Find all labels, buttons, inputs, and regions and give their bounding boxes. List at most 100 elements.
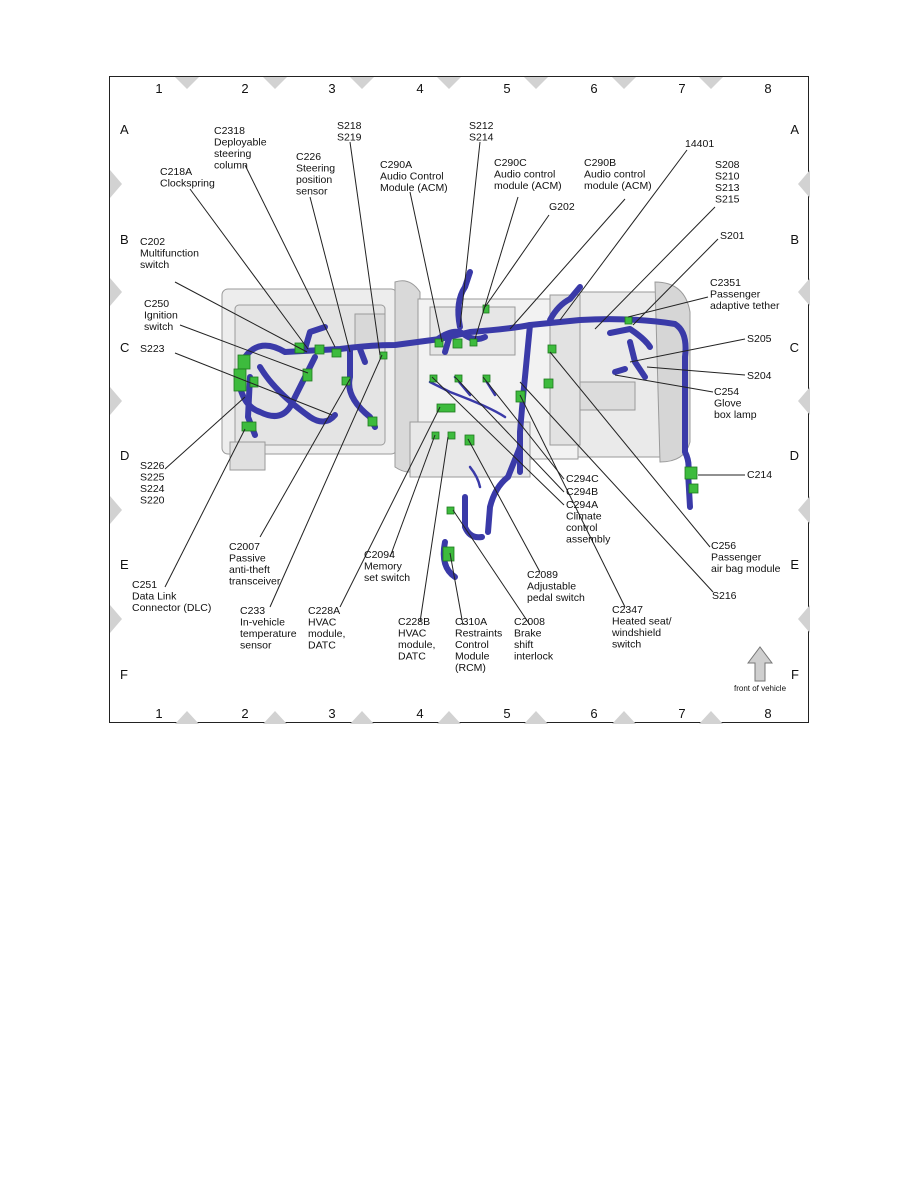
grid-marker-top — [350, 77, 374, 89]
callout-line: windshield — [611, 627, 661, 639]
callout-line: C228A — [308, 605, 340, 617]
grid-marker-right — [798, 605, 810, 633]
leader-line — [449, 552, 464, 626]
callout-line: HVAC — [398, 628, 427, 640]
leader-line — [174, 281, 308, 353]
callout-line: Passenger — [710, 289, 761, 301]
callout-line: Climate — [566, 511, 602, 523]
callout-line: DATC — [308, 640, 336, 652]
callout-line: Module — [455, 651, 490, 663]
leader-line — [309, 196, 351, 353]
callout-line: Module (ACM) — [380, 182, 448, 194]
callout-line: (RCM) — [455, 662, 486, 674]
callout-line: C2094 — [364, 549, 395, 561]
grid-row-label-right: D — [790, 448, 799, 463]
callout-line: C218A — [160, 166, 192, 178]
callout-line: S225 — [140, 472, 165, 484]
leader-line — [189, 188, 309, 350]
leader-line — [269, 354, 383, 608]
leader-line — [474, 196, 519, 340]
callout-line: Data Link — [132, 591, 177, 603]
leader-line — [244, 164, 336, 348]
callout-s216: S216 — [712, 590, 737, 602]
callout-line: Ignition — [144, 310, 178, 322]
callout-line: air bag module — [711, 563, 781, 575]
callout-line: Restraints — [455, 628, 502, 640]
callout-line: S210 — [715, 171, 740, 183]
callout-line: anti-theft — [229, 564, 270, 576]
grid-column-label-top: 6 — [590, 81, 597, 96]
callout-line: C256 — [711, 540, 736, 552]
leader-line — [164, 428, 246, 588]
leader-line — [164, 396, 246, 470]
callout-line: S226 — [140, 460, 165, 472]
grid-marker-left — [110, 387, 122, 415]
leader-line — [614, 374, 714, 393]
grid-marker-left — [110, 605, 122, 633]
callout-line: sensor — [296, 186, 328, 198]
grid-column-label-bottom: 1 — [155, 706, 162, 721]
callout-line: C233 — [240, 605, 265, 617]
leader-line — [559, 149, 688, 321]
callout-line: Control — [455, 639, 489, 651]
grid-row-label-right: E — [790, 557, 799, 572]
leader-line — [519, 381, 714, 593]
grid-row-label-left: A — [120, 122, 129, 137]
grid-column-label-bottom: 4 — [416, 706, 423, 721]
callout-line: C294C — [566, 473, 599, 485]
grid-marker-top — [437, 77, 461, 89]
leader-line — [632, 238, 719, 326]
callout-line: adaptive tether — [710, 300, 780, 312]
callout-line: assembly — [566, 534, 611, 546]
grid-marker-top — [612, 77, 636, 89]
grid-column-label-bottom: 6 — [590, 706, 597, 721]
callout-line: S208 — [715, 159, 740, 171]
callout-line: S201 — [720, 230, 745, 242]
callout-line: C254 — [714, 386, 739, 398]
callout-line: switch — [140, 259, 169, 271]
grid-marker-bottom — [612, 711, 636, 724]
callout-line: C2008 — [514, 616, 545, 628]
grid-row-label-left: B — [120, 232, 129, 247]
callout-line: Heated seat/ — [612, 616, 672, 628]
callout-line: S218 — [337, 120, 362, 132]
grid-column-label-top: 8 — [764, 81, 771, 96]
callout-line: C290B — [584, 157, 616, 169]
callout-line: control — [566, 522, 598, 534]
grid-marker-bottom — [175, 711, 199, 724]
callout-line: C290A — [380, 159, 412, 171]
callout-c214: C214 — [747, 469, 772, 481]
leader-line — [549, 351, 711, 548]
leader-line — [509, 198, 626, 330]
callout-line: Deployable — [214, 137, 267, 149]
callout-line: Audio Control — [380, 171, 444, 183]
grid-row-label-left: C — [120, 340, 129, 355]
grid-row-label-right: C — [790, 340, 799, 355]
callout-line: S204 — [747, 370, 772, 382]
callout-line: Audio control — [584, 169, 645, 181]
grid-marker-top — [699, 77, 723, 89]
grid-column-label-bottom: 2 — [241, 706, 248, 721]
grid-marker-left — [110, 278, 122, 306]
leader-line — [459, 141, 481, 328]
leader-line — [452, 509, 531, 626]
grid-row-label-left: D — [120, 448, 129, 463]
leader-line — [646, 366, 746, 376]
